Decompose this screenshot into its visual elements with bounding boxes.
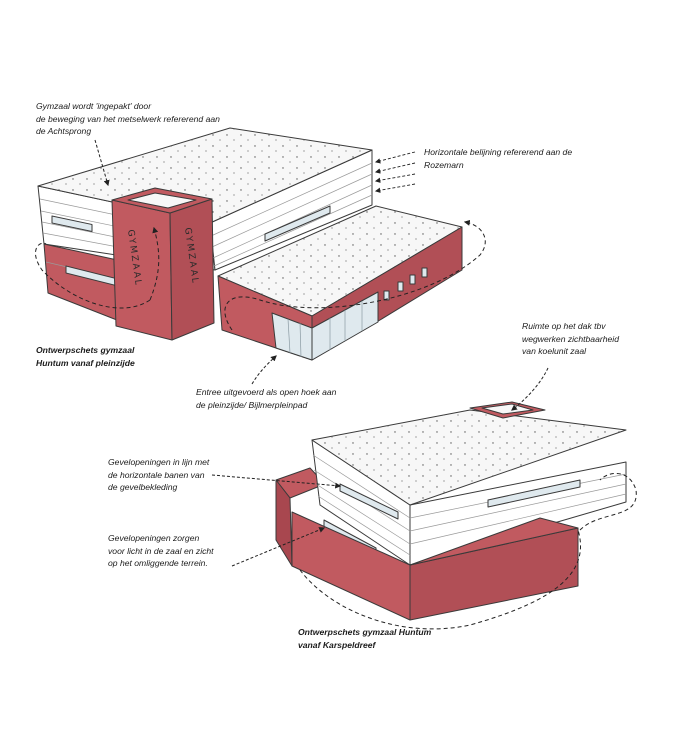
annotation-horizontal-line-2: Rozemarn — [424, 159, 464, 170]
low-wing-roof-dots — [218, 206, 462, 316]
caption-top: Ontwerpschets gymzaal Huntum vanaf plein… — [36, 344, 176, 369]
annotation-roof-space-line-1: Ruimte op het dak tbv — [522, 321, 606, 331]
leader-horizontal — [374, 151, 416, 193]
movement-line-bottom — [299, 529, 582, 630]
annotation-openings-light-line-2: voor licht in de zaal en zicht — [108, 545, 214, 556]
annotation-openings-aligned: Gevelopeningen in lijn met de horizontal… — [108, 456, 238, 494]
hall-roof-dots — [312, 410, 626, 505]
movement-line-top-b — [149, 226, 160, 301]
sketch-bottom-building — [275, 401, 627, 621]
annotation-entrance: Entree uitgevoerd als open hoek aan de p… — [196, 386, 366, 411]
caption-top-line-1: Ontwerpschets gymzaal — [36, 345, 135, 355]
caption-bottom-line-2: vanaf Karspeldreef — [298, 639, 376, 650]
annotation-wrapped-line-3: de Achtsprong — [36, 126, 92, 137]
cladding-lines-side — [210, 162, 373, 267]
annotation-openings-aligned-line-1: Gevelopeningen in lijn met — [108, 457, 210, 467]
rooftop-unit-opening — [481, 403, 534, 415]
leader-openings-aligned — [211, 474, 342, 489]
annotation-wrapped-line-1: Gymzaal wordt 'ingepakt' door — [36, 101, 152, 111]
movement-line-top — [35, 242, 151, 309]
leader-wrapped — [94, 139, 110, 187]
annotation-entrance-line-1: Entree uitgevoerd als open hoek aan — [196, 387, 337, 397]
annotation-wrapped-line-2: de beweging van het metselwerk refereren… — [36, 113, 220, 124]
annotation-openings-aligned-line-3: de gevelbekleding — [108, 482, 178, 493]
annotation-openings-aligned-line-2: de horizontale banen van — [108, 469, 205, 480]
entrance-mullions — [287, 301, 363, 358]
tower-front-face — [111, 199, 173, 341]
annotation-openings-light: Gevelopeningen zorgen voor licht in de z… — [108, 532, 240, 570]
annotation-roof-space: Ruimte op het dak tbv wegwerken zichtbaa… — [522, 320, 642, 358]
annotation-roof-space-line-3: van koelunit zaal — [522, 346, 587, 357]
small-windows-low-wing — [383, 267, 428, 301]
caption-top-line-2: Huntum vanaf pleinzijde — [36, 357, 135, 368]
brick-plinth-top — [409, 517, 579, 566]
annotation-openings-light-line-3: op het omliggende terrein. — [108, 558, 208, 569]
movement-line-top-c — [224, 219, 486, 331]
window-strip-front — [51, 215, 93, 233]
caption-bottom-line-1: Ontwerpschets gymzaal Huntum — [298, 627, 432, 637]
annotation-entrance-line-2: de pleinzijde/ Bijlmerpleinpad — [196, 399, 308, 410]
window-strip-side — [487, 479, 581, 508]
window-strip-side — [264, 205, 331, 242]
leader-entrance — [251, 355, 277, 385]
window-strip-upper — [339, 483, 399, 520]
movement-line-bottom-b — [579, 472, 637, 531]
tower-top-opening — [127, 192, 197, 209]
annotation-horizontal-line-1: Horizontale belijning refererend aan de — [424, 147, 573, 157]
annotation-openings-light-line-1: Gevelopeningen zorgen — [108, 533, 200, 543]
leader-roof-space — [511, 367, 549, 411]
annotation-horizontal: Horizontale belijning refererend aan de … — [424, 146, 602, 171]
sketch-top-building — [37, 127, 463, 361]
caption-bottom: Ontwerpschets gymzaal Huntum vanaf Karsp… — [298, 626, 458, 651]
leader-openings-light — [231, 527, 326, 567]
annotation-roof-space-line-2: wegwerken zichtbaarheid — [522, 333, 619, 344]
annotation-wrapped: Gymzaal wordt 'ingepakt' door de bewegin… — [36, 100, 226, 138]
